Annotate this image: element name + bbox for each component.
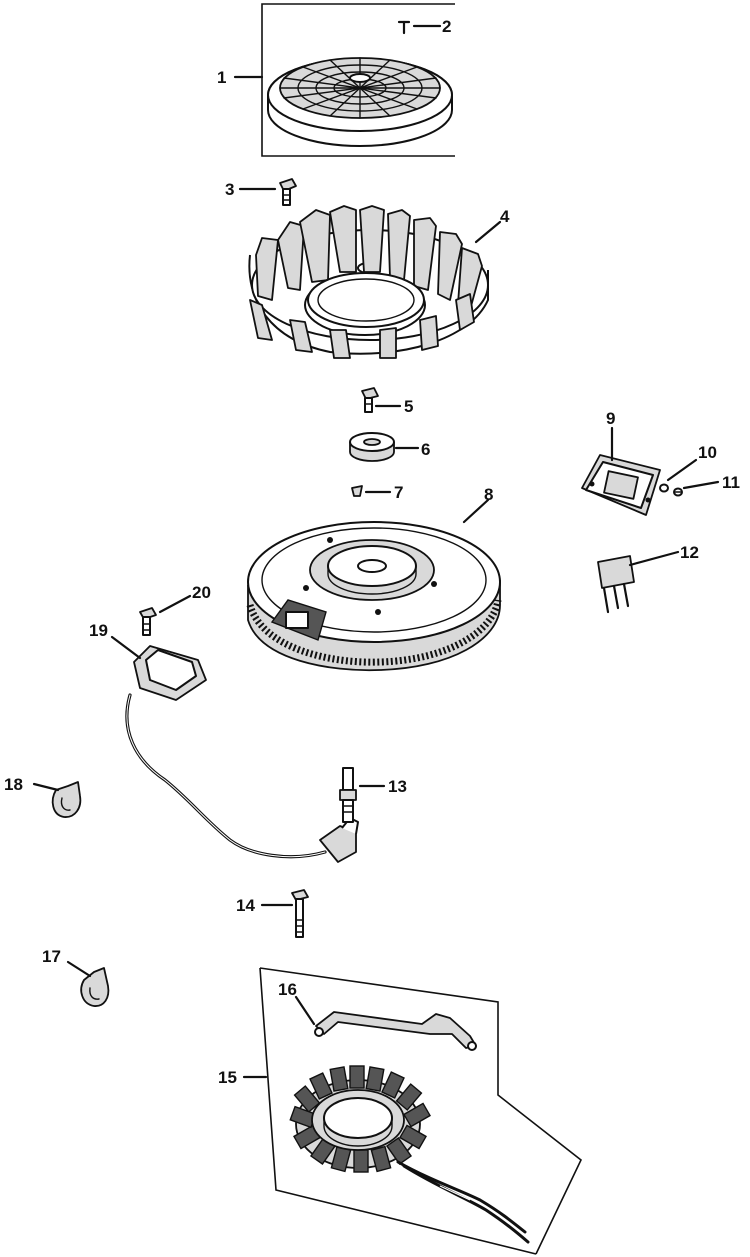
callout-11: 11 (722, 473, 740, 492)
callout-1: 1 (217, 68, 226, 87)
callout-5: 5 (404, 397, 413, 416)
part-19-ignition-module (125, 645, 359, 863)
callout-15: 15 (218, 1068, 237, 1087)
callout-20: 20 (192, 583, 211, 602)
part-16-bracket (314, 1011, 477, 1051)
callout-12: 12 (680, 543, 699, 562)
part-11-screw (673, 487, 683, 497)
part-5-bolt (361, 387, 379, 413)
part-8-flywheel (246, 521, 502, 672)
part-14-bolt (291, 889, 309, 938)
part-2-screw (397, 20, 411, 35)
callout-16: 16 (278, 980, 297, 999)
part-13-spark-plug (339, 767, 357, 823)
callout-7: 7 (394, 483, 403, 502)
part-4-fan (248, 205, 489, 359)
callout-4: 4 (500, 207, 510, 226)
part-10-washer (659, 483, 669, 493)
callout-labels: 1 2 3 4 5 6 7 8 9 10 11 12 13 14 15 16 1… (4, 17, 740, 1087)
part-15-stator-frame (259, 967, 582, 1255)
callout-9: 9 (606, 409, 615, 428)
part-17-clip (80, 967, 110, 1007)
callout-18: 18 (4, 775, 23, 794)
leader-lines (32, 24, 720, 1079)
callout-17: 17 (42, 947, 61, 966)
callout-10: 10 (698, 443, 717, 462)
part-12-connector (597, 555, 635, 614)
callout-13: 13 (388, 777, 407, 796)
part-20-screw (139, 607, 157, 636)
part-1-grass-screen (261, 3, 455, 157)
part-3-bolt (279, 178, 297, 206)
callout-6: 6 (421, 440, 430, 459)
part-7-key (351, 485, 363, 497)
callout-19: 19 (89, 621, 108, 640)
callout-14: 14 (236, 896, 255, 915)
callout-2: 2 (442, 17, 451, 36)
callout-3: 3 (225, 180, 234, 199)
part-18-clip (51, 781, 82, 818)
callout-8: 8 (484, 485, 493, 504)
part-6-spacer (349, 432, 395, 462)
part-15-stator (289, 1065, 530, 1244)
part-9-rectifier (581, 454, 661, 516)
